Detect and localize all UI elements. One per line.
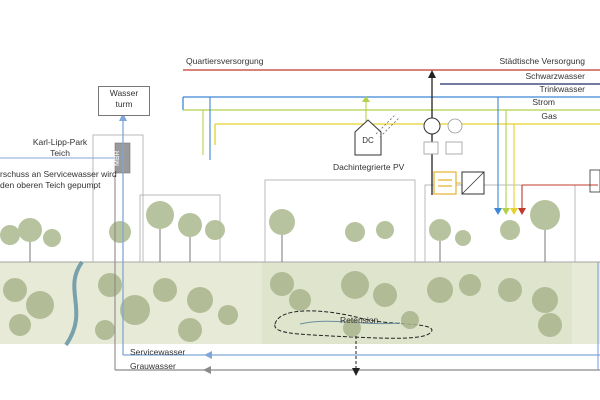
label-staedtische-versorgung: Städtische Versorgung	[499, 56, 585, 66]
label-trinkwasser: Trinkwasser	[539, 84, 586, 94]
arrow-right-trink	[494, 208, 502, 215]
pv-house-icon	[354, 119, 382, 156]
label-retension: Retension	[340, 315, 379, 325]
arrow-right-gas	[510, 208, 518, 215]
heat-icon	[447, 118, 463, 134]
meter-icon-2	[445, 141, 463, 155]
label-wasserturm-1: Wasser	[109, 88, 139, 98]
battery-unit	[433, 171, 457, 195]
dashed-drop-arrow	[352, 368, 360, 376]
arrow-right-red	[518, 208, 526, 215]
pv-rays-2	[379, 116, 401, 138]
servicewasser-arrow	[204, 351, 212, 359]
central-up-arrow	[428, 70, 436, 78]
label-dc: DC	[362, 136, 374, 145]
pv-rays-1	[375, 113, 397, 135]
wasserturm-box: Wasser turm	[98, 86, 150, 116]
ground-vegetation	[3, 271, 562, 342]
label-strom: Strom	[532, 97, 555, 107]
meter-icon-1	[423, 141, 439, 155]
label-gas: Gas	[541, 111, 557, 121]
retention-zone	[274, 310, 433, 339]
label-note-1: rschuss an Servicewasser wird	[0, 169, 117, 179]
battery-symbol	[438, 179, 452, 187]
right-edge-unit	[589, 169, 600, 193]
ground-light-area	[262, 262, 572, 344]
label-pv: Dachintegrierte PV	[333, 162, 405, 172]
label-note-2: den oberen Teich gepumpt	[0, 180, 101, 190]
label-mbr: MBR	[114, 150, 121, 166]
grauwasser-arrow	[203, 366, 211, 374]
pv-arrow	[362, 96, 370, 102]
label-quartiersversorgung: Quartiersversorgung	[186, 56, 264, 66]
tree-trunks	[29, 229, 546, 262]
label-park-2: Teich	[50, 148, 70, 158]
inverter-diagonal	[461, 171, 485, 195]
arrow-right-strom	[502, 208, 510, 215]
label-wasserturm-2: turm	[115, 99, 133, 109]
boiler-icon	[423, 117, 441, 135]
label-grauwasser: Grauwasser	[130, 361, 176, 371]
street-trees	[0, 200, 560, 247]
stream	[64, 260, 84, 347]
building-outlines	[92, 134, 576, 263]
label-park-1: Karl-Lipp-Park	[32, 137, 88, 147]
label-servicewasser: Servicewasser	[130, 347, 186, 357]
water-tower-arrow	[119, 113, 127, 121]
label-schwarzwasser: Schwarzwasser	[525, 71, 585, 81]
